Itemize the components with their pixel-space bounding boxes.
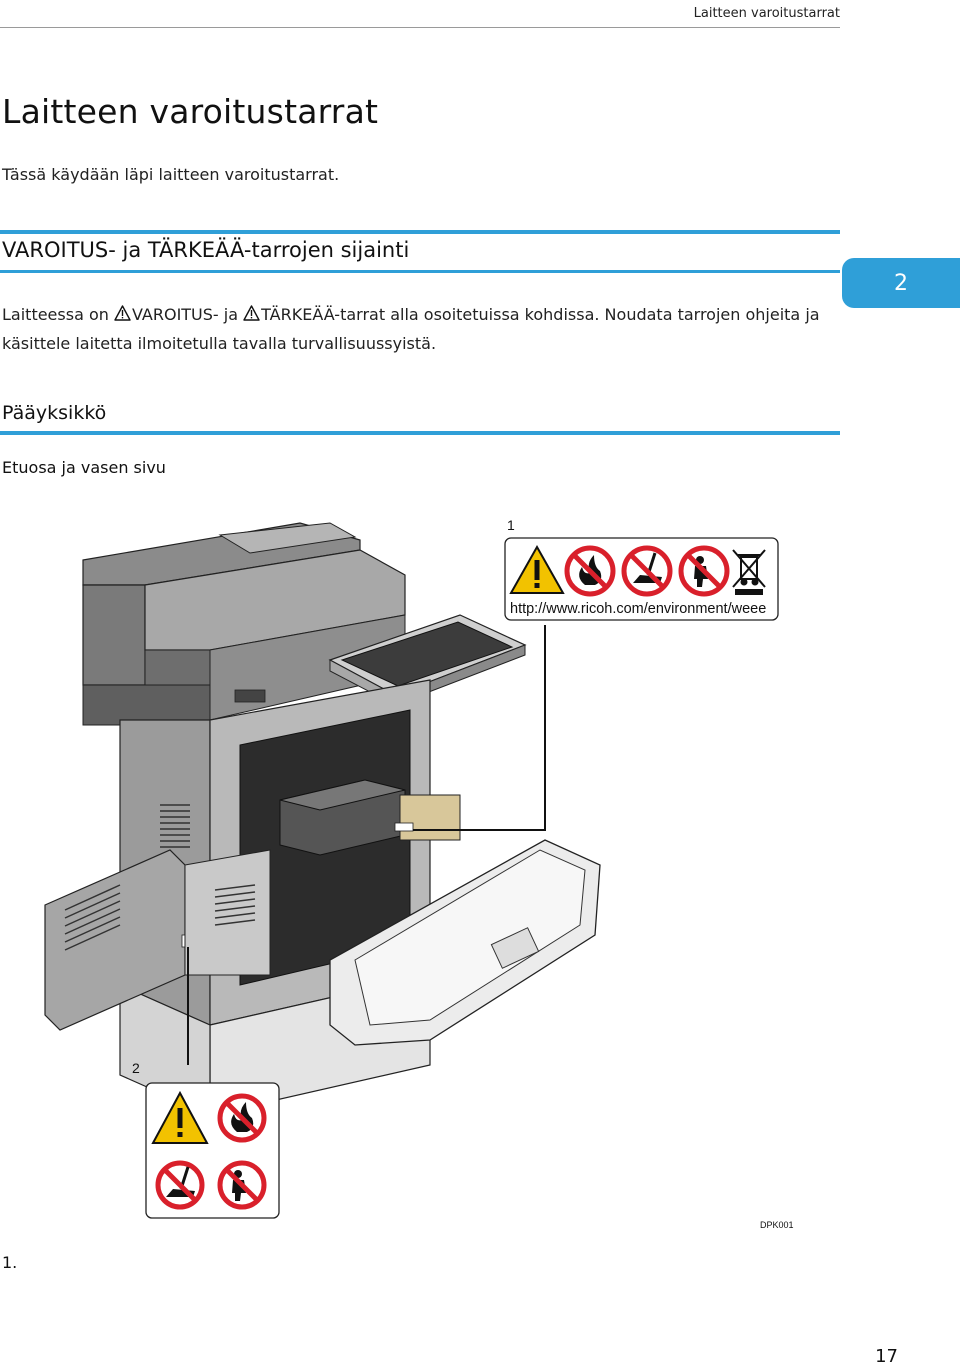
label-1-number: 1 — [507, 517, 515, 533]
printer-figure: 1 — [0, 505, 960, 1245]
no-children-icon — [678, 545, 730, 597]
figure-code: DPK001 — [760, 1220, 794, 1230]
list-item-number: 1. — [2, 1253, 18, 1272]
no-children-icon — [217, 1160, 267, 1210]
touch-screen — [340, 621, 514, 687]
header-divider — [0, 27, 840, 28]
chapter-tab: 2 — [842, 258, 960, 308]
door-vents — [64, 884, 121, 951]
no-fire-icon — [564, 545, 616, 597]
paragraph-part-1: Laitteessa on — [2, 305, 114, 324]
warning-triangle-icon — [114, 305, 131, 321]
no-vacuum-icon — [155, 1160, 205, 1210]
paragraph-part-3: TÄRKEÄÄ-tarrat alla osoitetuissa kohdiss… — [2, 305, 820, 353]
door-handle — [490, 927, 540, 969]
no-vacuum-icon — [621, 545, 673, 597]
section-top-rule — [0, 230, 840, 234]
running-header: Laitteen varoitustarrat — [693, 6, 840, 21]
section-bottom-rule — [0, 270, 840, 273]
printer-illustration: 1 — [44, 517, 794, 1230]
subsection-subtitle: Etuosa ja vasen sivu — [2, 458, 166, 477]
section-title: VAROITUS- ja TÄRKEÄÄ-tarrojen sijainti — [2, 238, 410, 262]
label-2-number: 2 — [132, 1060, 140, 1076]
warning-triangle-icon — [243, 305, 260, 321]
label-1-url: http://www.ricoh.com/environment/weee — [510, 601, 766, 617]
page-title: Laitteen varoitustarrat — [2, 92, 379, 131]
no-fire-icon — [217, 1093, 267, 1143]
subsection-rule — [0, 431, 840, 435]
side-vents — [160, 804, 190, 848]
leader-line-1 — [413, 625, 546, 831]
section-paragraph: Laitteessa on VAROITUS- ja TÄRKEÄÄ-tarra… — [2, 300, 842, 358]
paragraph-part-2: VAROITUS- ja — [131, 305, 244, 324]
subsection-title: Pääyksikkö — [2, 402, 107, 424]
scanner-base — [82, 684, 211, 726]
fuser-unit — [399, 794, 461, 841]
adf-tray — [218, 522, 357, 554]
page-number: 17 — [875, 1346, 898, 1367]
adf-front-left — [82, 584, 146, 686]
intro-text: Tässä käydään läpi laitteen varoitustarr… — [2, 165, 340, 184]
label-1-location — [394, 822, 414, 832]
scanner-slot — [234, 689, 266, 703]
weee-bin-icon — [732, 549, 766, 595]
